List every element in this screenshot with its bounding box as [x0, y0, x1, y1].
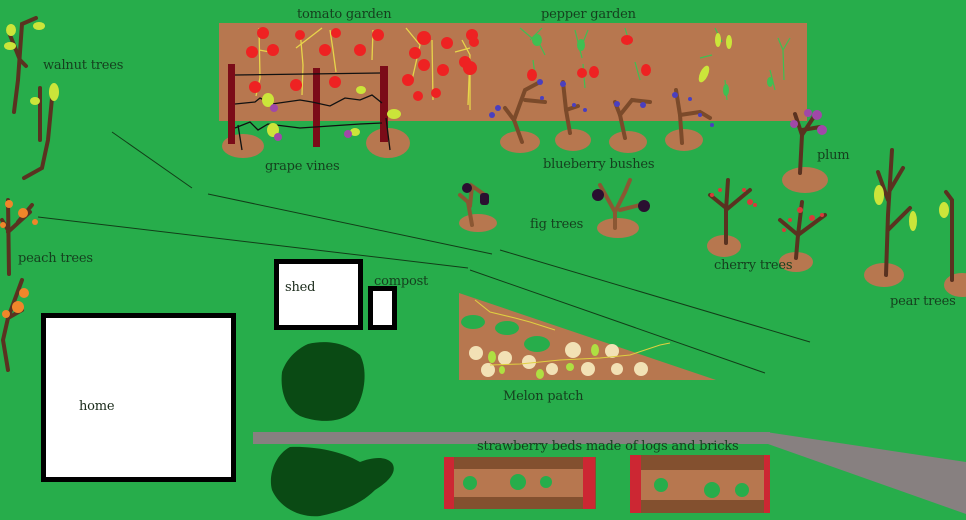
- walkway: [253, 432, 966, 514]
- blueberry-bushes-label: blueberry bushes: [543, 157, 655, 172]
- home-building: home: [41, 313, 236, 482]
- strawberry-beds-label: strawberry beds made of logs and bricks: [477, 439, 739, 454]
- melon-patch-label: Melon patch: [503, 389, 584, 404]
- tomato-garden-label: tomato garden: [297, 7, 392, 22]
- pepper-garden-label: pepper garden: [541, 7, 636, 22]
- compost-bin: [368, 286, 397, 330]
- peach-trees: [0, 198, 38, 372]
- cherry-trees-label: cherry trees: [714, 258, 793, 273]
- walnut-trees: [4, 16, 59, 180]
- fig-trees: [458, 178, 650, 238]
- shed-label: shed: [285, 280, 316, 295]
- strawberry-bed-2: [630, 455, 770, 513]
- blueberry-bushes: [489, 79, 714, 153]
- cherry-trees: [707, 178, 827, 272]
- plum-label: plum: [817, 148, 850, 163]
- bushes: [270, 342, 394, 517]
- walnut-trees-label: walnut trees: [43, 58, 124, 73]
- guide-lines: [37, 131, 811, 374]
- pear-trees-label: pear trees: [890, 294, 956, 309]
- home-label: home: [79, 399, 115, 414]
- fig-trees-label: fig trees: [530, 217, 584, 232]
- compost-label: compost: [374, 274, 429, 289]
- plum-tree: [782, 109, 828, 193]
- pear-trees: [864, 148, 966, 297]
- strawberry-bed-1: [444, 457, 596, 509]
- peach-trees-label: peach trees: [18, 251, 93, 266]
- pepper-plants: [519, 27, 791, 101]
- grape-vines: [222, 64, 410, 158]
- grape-vines-label: grape vines: [265, 159, 340, 174]
- tomato-plants: [246, 27, 479, 110]
- shed-building: shed: [274, 259, 363, 330]
- melon-patch: [459, 293, 716, 380]
